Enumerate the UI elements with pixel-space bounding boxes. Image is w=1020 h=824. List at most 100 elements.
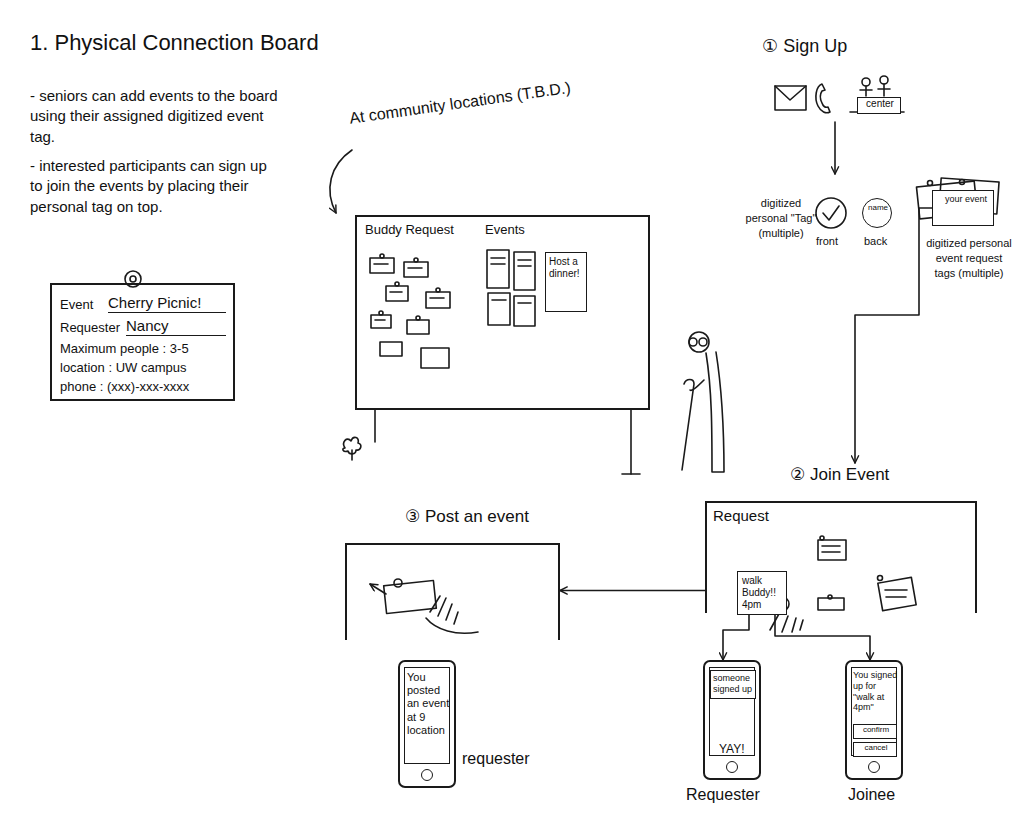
box-text: cancel <box>856 743 896 753</box>
box-text: confirm <box>856 725 896 735</box>
join-panel-notes <box>878 576 883 581</box>
board-legs <box>622 473 640 475</box>
box-text: ③ Post an event <box>405 507 529 527</box>
note-label: front <box>816 234 838 249</box>
sketch-box: YAY! someone signed up <box>703 660 761 780</box>
sketch-box: cancel <box>853 742 897 757</box>
buddy-request-notes <box>404 262 428 277</box>
post-drawing <box>370 584 386 594</box>
buddy-request-notes <box>380 342 402 356</box>
buddy-request-notes <box>421 348 449 368</box>
box-text: phone : (xxx)-xxx-xxxx <box>60 379 189 395</box>
box-text: Cherry Picnic! <box>108 294 226 313</box>
event-notes <box>488 293 510 325</box>
event-notes <box>514 296 535 326</box>
box-text: location : UW campus <box>60 360 186 376</box>
buddy-request-notes <box>407 320 429 334</box>
join-panel-notes <box>885 590 907 597</box>
sign-up-icons <box>834 122 836 174</box>
box-text: someone signed up <box>713 673 755 695</box>
note-label: ① Sign Up <box>762 34 847 58</box>
event-notes <box>514 252 535 290</box>
event-card-pin <box>130 276 136 282</box>
board-legs <box>374 410 376 442</box>
join-panel-notes <box>818 598 844 610</box>
sketch-box: name <box>862 198 892 228</box>
join-panel-notes <box>828 595 832 599</box>
connectors <box>560 208 932 660</box>
personal-tags <box>823 206 839 220</box>
flow-arrow <box>560 590 705 592</box>
senior-figure <box>689 338 697 346</box>
box-text: Requester <box>60 320 120 336</box>
box-text: your event <box>941 194 991 205</box>
note-label: digitized personal "Tag" (multiple) <box>744 196 818 241</box>
senior-figure <box>689 332 709 352</box>
box-text: You signed up for "walk at 4pm" <box>853 670 899 713</box>
sign-up-icons <box>862 78 870 86</box>
panel-frame <box>345 543 560 640</box>
event-notes <box>487 250 535 326</box>
sign-up-icons <box>775 86 806 110</box>
box-text: Events <box>485 222 525 238</box>
box-text: ② Join Event <box>790 465 889 485</box>
join-panel-notes <box>818 540 846 560</box>
note-label: - interested participants can sign up to… <box>30 156 280 217</box>
join-panel-notes <box>818 536 916 611</box>
community-arrow <box>330 150 352 213</box>
box-text: Event <box>60 297 93 313</box>
note-label: - seniors can add events to the board us… <box>30 86 280 147</box>
community-arrow <box>330 150 352 213</box>
box-text: Nancy <box>126 317 226 336</box>
note-label: requester <box>462 748 530 770</box>
buddy-request-notes <box>371 315 391 328</box>
flow-arrow <box>723 615 749 660</box>
senior-figure <box>706 352 724 472</box>
buddy-request-notes <box>370 254 450 368</box>
note-label: Requester <box>686 784 760 806</box>
senior-figure <box>682 332 724 472</box>
event-notes <box>487 250 509 288</box>
senior-figure <box>699 338 707 346</box>
buddy-request-notes <box>374 264 444 320</box>
box-text: YAY! <box>719 742 745 756</box>
personal-tags <box>816 198 846 228</box>
post-drawing <box>384 580 437 613</box>
sketch-box: your event <box>932 190 994 226</box>
sign-up-icons <box>775 76 904 174</box>
senior-figure <box>690 380 704 390</box>
sketch-box: ② Join EventRequestwalk Buddy!! 4pm <box>705 463 977 613</box>
buddy-request-notes <box>386 286 408 301</box>
flow-arrow <box>855 208 932 463</box>
buddy-request-notes <box>414 258 418 262</box>
buddy-request-notes <box>370 258 394 273</box>
sketch-box: EventCherry Picnic!RequesterNancyMaximum… <box>50 283 235 401</box>
sketch-box: walk Buddy!! 4pm <box>737 571 787 615</box>
sketch-box: Buddy Request EventsHost a dinner! <box>355 215 650 410</box>
note-label: digitized personal event request tags (m… <box>925 236 1013 281</box>
sketch-box: You posted an event at 9 location <box>398 660 456 788</box>
post-drawing <box>394 579 402 587</box>
sign-up-icons <box>775 86 806 100</box>
personal-tags <box>960 180 965 185</box>
buddy-request-notes <box>380 254 384 258</box>
board-legs <box>630 410 632 474</box>
post-drawing <box>370 579 478 633</box>
personal-tags <box>928 181 933 186</box>
join-panel-notes <box>822 546 840 552</box>
sketch-box: You signed up for "walk at 4pm" confirm ca… <box>845 660 903 780</box>
box-text: Buddy Request <box>365 222 454 238</box>
box-text: Host a dinner! <box>549 256 584 280</box>
join-panel-notes <box>820 536 824 540</box>
join-panel-notes <box>878 577 916 610</box>
sketch-box: confirm <box>853 724 897 739</box>
sign-up-icons <box>816 84 830 113</box>
sketch-box: ③ Post an event <box>345 505 560 640</box>
box-text: center <box>860 98 900 110</box>
buddy-request-notes <box>379 311 383 315</box>
sketch-box: someone signed up <box>710 670 756 699</box>
box-text: name <box>864 203 892 213</box>
title: 1. Physical Connection Board <box>30 28 319 58</box>
post-drawing <box>426 596 478 633</box>
